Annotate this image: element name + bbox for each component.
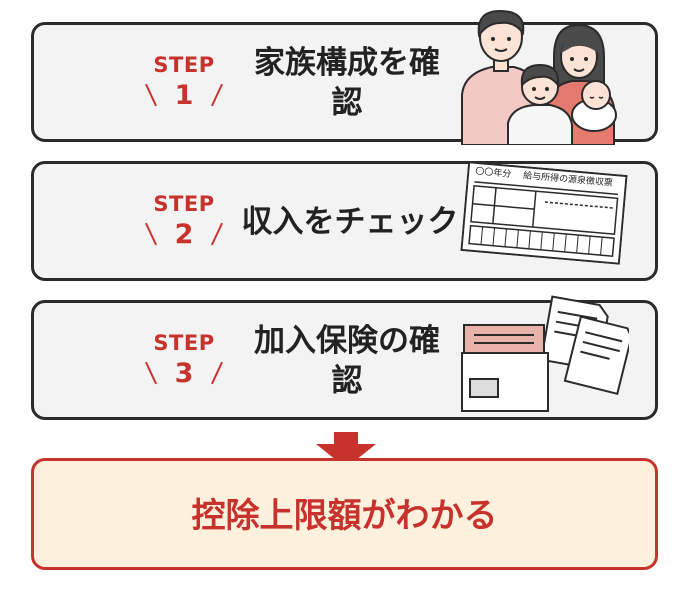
result-text: 控除上限額がわかる [191,496,498,536]
step-3-badge: STEP 3 [134,331,234,391]
step-2-box: STEP 2 収入をチェック [31,161,658,281]
step-1-badge: STEP 1 [134,53,234,113]
down-arrow-icon [316,432,376,468]
insurance-documents-illustration [461,295,629,412]
step-3-title: 加入保険の確認 [254,323,440,399]
result-box: 控除上限額がわかる [31,458,658,570]
step-3-label: STEP [153,331,215,355]
withholding-slip-illustration: 〇〇年分 給与所得の源泉徴収票 [460,161,628,265]
step-2-label: STEP [153,192,215,216]
family-illustration [461,9,617,145]
step-2-title: 収入をチェック [241,204,459,240]
step-1-title: 家族構成を確認 [254,45,440,121]
step-1-label: STEP [153,53,215,77]
step-3-box: STEP 3 加入保険の確認 [31,295,658,420]
step-1-number: 1 [174,80,194,111]
step-1-box: STEP 1 家族構成を確認 [31,9,658,145]
step-2-number: 2 [174,219,194,250]
step-2-badge: STEP 2 [134,192,234,252]
step-3-number: 3 [174,358,194,389]
